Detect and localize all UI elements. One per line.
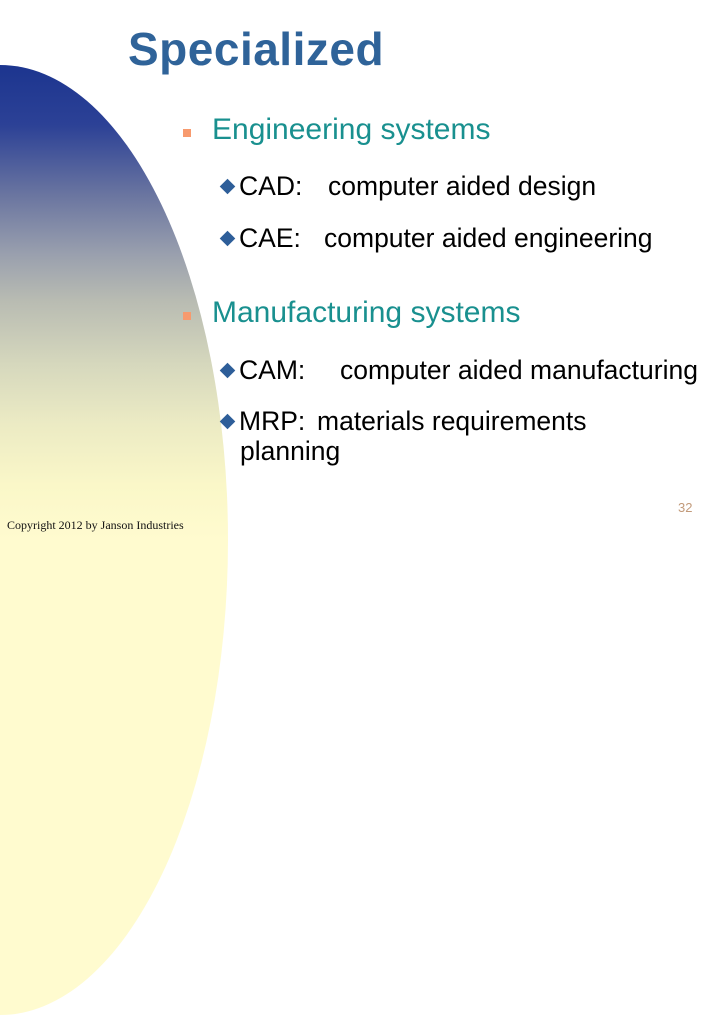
item-description-continuation: planning	[240, 436, 341, 466]
diamond-bullet-icon	[219, 362, 236, 379]
item-term: MRP:	[239, 406, 306, 436]
slide-title: Specialized	[128, 23, 385, 75]
list-item-cam: CAM: computer aided manufacturing	[219, 355, 698, 385]
item-description: computer aided engineering	[324, 223, 653, 253]
item-description: computer aided design	[328, 171, 597, 201]
section-heading-engineering: Engineering systems	[212, 113, 491, 146]
section-heading-manufacturing: Manufacturing systems	[212, 296, 521, 329]
item-term: CAM:	[239, 355, 306, 385]
page-number: 32	[678, 500, 693, 515]
item-term: CAD:	[239, 171, 303, 201]
diamond-bullet-icon	[219, 178, 236, 195]
copyright-footer: Copyright 2012 by Janson Industries	[7, 518, 184, 532]
list-item-cae: CAE: computer aided engineering	[219, 223, 653, 253]
background-gradient-shape	[0, 65, 228, 1015]
diamond-bullet-icon	[219, 413, 236, 430]
square-bullet-icon	[183, 312, 191, 320]
item-description: computer aided manufacturing	[340, 355, 698, 385]
square-bullet-icon	[183, 129, 191, 137]
item-description: materials requirements	[317, 406, 587, 436]
diamond-bullet-icon	[219, 230, 236, 247]
list-item-cad: CAD: computer aided design	[219, 171, 596, 201]
item-term: CAE:	[239, 223, 301, 253]
list-item-mrp: MRP: materials requirements planning	[219, 406, 587, 466]
